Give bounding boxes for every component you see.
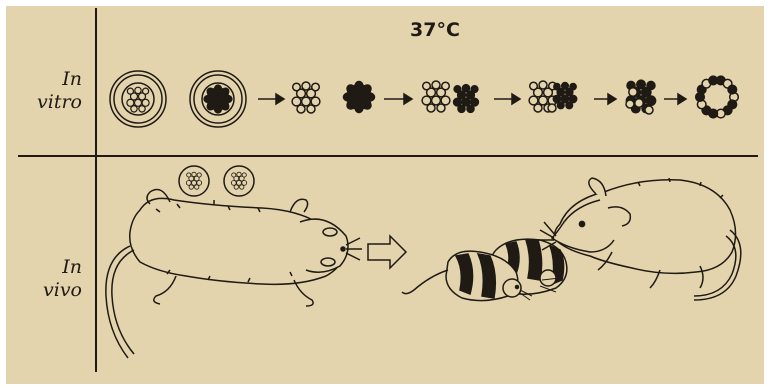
implanted-blastocysts (179, 166, 254, 196)
white-embryo-cells (292, 82, 320, 113)
arrow-5 (664, 94, 686, 104)
label-in-vitro-line1: In (18, 68, 82, 91)
foster-mother-mouse (106, 190, 362, 358)
blastocyst-cell (728, 85, 737, 94)
arrow-2 (384, 94, 412, 104)
chimeric-morula (529, 81, 577, 112)
in-vitro-sequence (110, 71, 738, 127)
arrow-4 (594, 94, 616, 104)
dish-black-embryo (190, 71, 246, 127)
chimeric-pups (402, 239, 567, 300)
label-in-vivo-line2: vivo (18, 279, 82, 302)
arrow-1 (258, 94, 284, 104)
blastocyst (696, 76, 739, 118)
label-in-vivo: In vivo (18, 256, 82, 302)
label-in-vitro: In vitro (18, 68, 82, 114)
adult-chimera-mouse (538, 178, 741, 300)
label-in-vivo-line1: In (18, 256, 82, 279)
temperature-label: 37°C (410, 19, 460, 41)
label-in-vitro-line2: vitro (18, 91, 82, 114)
black-embryo-cells (344, 82, 375, 113)
outline-arrow (368, 236, 406, 268)
compacted-chimera (626, 80, 656, 114)
dish-white-embryo (110, 71, 166, 127)
arrow-3 (494, 94, 520, 104)
aggregated-embryos (422, 81, 478, 113)
in-vivo-sequence (106, 166, 741, 358)
